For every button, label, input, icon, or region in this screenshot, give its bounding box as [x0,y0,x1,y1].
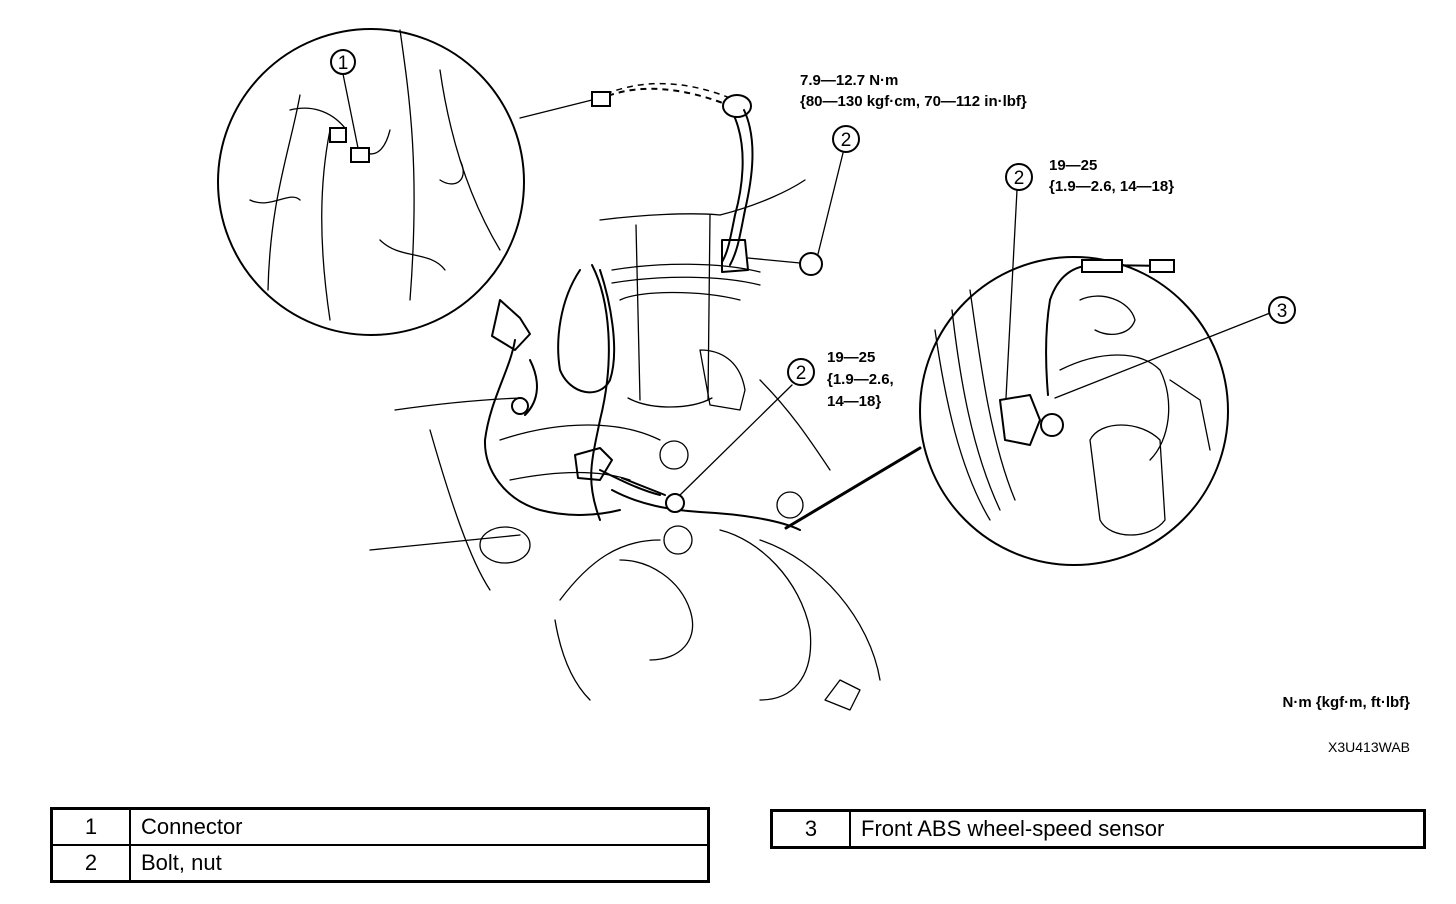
legend-row: 3 Front ABS wheel-speed sensor [770,809,1426,849]
sensor-detail-view [919,189,1271,566]
callout-3: 3 [1268,296,1296,324]
torque-harness-line1: 7.9—12.7 N·m [800,72,898,89]
connector-socket-icon [350,147,370,163]
grommet-icon [722,94,752,118]
units-note: N·m {kgf·m, ft·lbf} [1283,694,1411,711]
legend-row: 1 Connector [50,807,710,846]
figure-code: X3U413WAB [1328,739,1410,755]
connector-detail-view [217,28,525,336]
callout-2-upper: 2 [832,125,860,153]
torque-harness-line2: {80—130 kgf·cm, 70—112 in·lbf} [800,93,1027,110]
legend-num: 3 [770,809,851,849]
legend-table-right: 3 Front ABS wheel-speed sensor [770,809,1426,849]
torque-knuckle-line2: {1.9—2.6, [827,371,894,388]
callout-1-label: 1 [338,53,349,74]
connector-plug-icon [329,127,347,143]
callout-2-detail-label: 2 [1014,168,1025,189]
legend-label: Bolt, nut [129,844,710,883]
callout-2-knuckle-label: 2 [796,363,807,384]
legend-label: Front ABS wheel-speed sensor [849,809,1426,849]
legend-table-left: 1 Connector 2 Bolt, nut [50,807,710,883]
callout-1: 1 [330,49,356,75]
torque-knuckle-line3: 14—18} [827,393,881,410]
strut-assembly [599,179,806,408]
knuckle-and-hub [369,349,881,711]
torque-sensor-line2: {1.9—2.6, 14—18} [1049,178,1174,195]
legend-num: 1 [50,807,131,846]
callout-2-knuckle: 2 [787,358,815,386]
torque-knuckle-line1: 19—25 [827,349,875,366]
knuckle-bolt-icon [665,493,685,513]
harness-connector-icon [591,91,611,107]
callout-3-label: 3 [1277,301,1288,322]
legend-label: Connector [129,807,710,846]
bracket-nut-icon [799,252,823,276]
callout-2-detail: 2 [1005,163,1033,191]
sensor-head-icon [1040,413,1064,437]
legend-row: 2 Bolt, nut [50,844,710,883]
torque-sensor-line1: 19—25 [1049,157,1097,174]
legend-num: 2 [50,844,131,883]
callout-2-upper-label: 2 [841,130,852,151]
